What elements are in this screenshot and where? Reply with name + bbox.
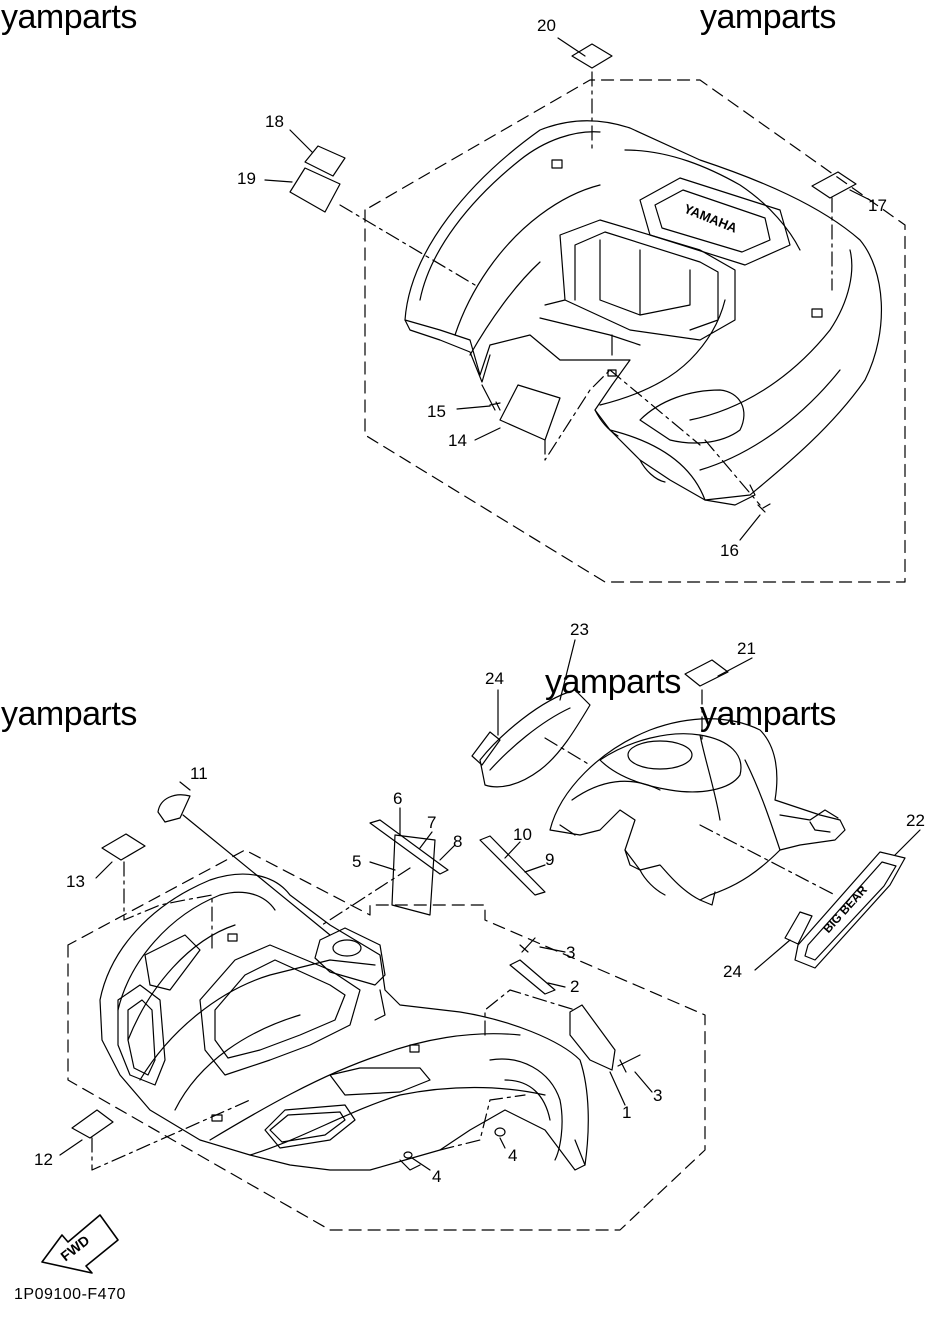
part-4-screw-b xyxy=(404,1152,412,1158)
part-2-grommet xyxy=(510,960,555,994)
callout-24-lower: 24 xyxy=(723,962,742,981)
front-fender-group: FWD xyxy=(42,782,705,1273)
callout-16: 16 xyxy=(720,541,739,560)
part-12-sticker xyxy=(72,1110,113,1138)
fwd-arrow: FWD xyxy=(42,1215,118,1273)
callout-2: 2 xyxy=(570,977,580,996)
part-23-side-panel xyxy=(480,690,590,787)
callout-19: 19 xyxy=(237,169,256,188)
watermark-mid-left: yamparts xyxy=(1,695,137,733)
part-9-10-strip xyxy=(480,836,545,895)
front-fender xyxy=(100,874,588,1170)
diagram-code: 1P09100-F470 xyxy=(14,1286,126,1303)
callout-10: 10 xyxy=(513,825,532,844)
callout-22: 22 xyxy=(906,811,925,830)
part-13-sticker xyxy=(102,834,145,860)
callout-13: 13 xyxy=(66,872,85,891)
part-20-sticker xyxy=(572,44,612,68)
callout-17: 17 xyxy=(868,196,887,215)
part-1-plate xyxy=(570,1005,615,1070)
part-14-cover xyxy=(500,385,560,440)
watermark-mid-center: yamparts xyxy=(545,663,681,701)
part-17-sticker xyxy=(812,172,856,198)
callout-7: 7 xyxy=(427,813,437,832)
callout-9: 9 xyxy=(545,850,555,869)
rear-fender-group: YAMAHA xyxy=(265,38,905,582)
rear-fender: YAMAHA xyxy=(405,121,881,505)
part-18-sticker xyxy=(305,146,345,176)
callout-14: 14 xyxy=(448,431,467,450)
part-3-bolt-lower xyxy=(618,1055,640,1072)
watermark-mid-right: yamparts xyxy=(700,695,836,733)
part-24-sticker-lower xyxy=(785,912,812,944)
part-3-bolt-upper xyxy=(520,938,535,952)
callout-1: 1 xyxy=(622,1103,632,1122)
part-24-sticker-upper xyxy=(472,732,500,765)
callout-15: 15 xyxy=(427,402,446,421)
part-4-screw-a xyxy=(495,1128,505,1136)
callout-12: 12 xyxy=(34,1150,53,1169)
part-15-bolt xyxy=(482,385,500,410)
callout-3-upper: 3 xyxy=(566,943,576,962)
callout-23: 23 xyxy=(570,620,589,639)
side-cover-group: BIG BEAR xyxy=(472,640,920,970)
callout-20: 20 xyxy=(537,16,556,35)
callout-21: 21 xyxy=(737,639,756,658)
watermark-top-right: yamparts xyxy=(700,0,836,36)
front-group-boundary xyxy=(68,850,705,1230)
callout-4-right: 4 xyxy=(508,1146,518,1165)
callout-6: 6 xyxy=(393,789,403,808)
rear-group-boundary xyxy=(365,80,905,582)
tank-side-cover xyxy=(550,719,845,905)
part-6-7-8-strip xyxy=(370,820,448,874)
callout-11: 11 xyxy=(190,764,208,783)
callout-18: 18 xyxy=(265,112,284,131)
callout-5: 5 xyxy=(352,852,362,871)
part-5-panel xyxy=(392,835,435,915)
watermark-top-left: yamparts xyxy=(1,0,137,36)
callout-4-left: 4 xyxy=(432,1167,442,1186)
callout-3-lower: 3 xyxy=(653,1086,663,1105)
part-22-emblem: BIG BEAR xyxy=(795,830,920,968)
part-19-sticker xyxy=(290,168,340,212)
callout-24-upper: 24 xyxy=(485,669,504,688)
part-11-lens xyxy=(158,795,190,822)
callout-8: 8 xyxy=(453,832,463,851)
part-21-sticker xyxy=(685,660,728,686)
part-16-pin xyxy=(758,504,770,512)
